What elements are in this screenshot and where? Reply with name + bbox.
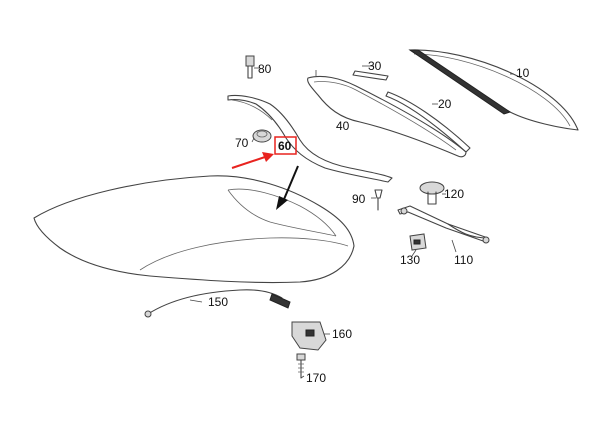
- highlight-box: [274, 136, 297, 155]
- callout-label[interactable]: 40: [336, 119, 350, 133]
- screw-part-170[interactable]: [296, 353, 306, 379]
- callout-label[interactable]: 90: [352, 192, 366, 206]
- bracket-part-130[interactable]: [409, 233, 427, 251]
- seal-strip-part-20[interactable]: [385, 91, 471, 153]
- callout-label[interactable]: 160: [332, 327, 352, 341]
- hinge-part-110[interactable]: [397, 205, 490, 244]
- trim-frame-part-60[interactable]: [227, 94, 393, 183]
- callout-label[interactable]: 120: [444, 187, 464, 201]
- callout-label[interactable]: 20: [438, 97, 452, 111]
- bumper-part-120[interactable]: [419, 181, 445, 205]
- assembly-direction-arrow: [276, 165, 299, 210]
- rear-glass-part-10[interactable]: [408, 49, 579, 131]
- callout-label[interactable]: 80: [258, 62, 272, 76]
- highlight-arrow: [231, 152, 274, 169]
- callout-label[interactable]: 170: [306, 371, 326, 385]
- callout-label[interactable]: 30: [368, 59, 382, 73]
- leader-lines: [189, 65, 514, 379]
- stud-part-90[interactable]: [374, 189, 383, 211]
- lid-body: [33, 175, 355, 284]
- callout-label[interactable]: 10: [516, 66, 530, 80]
- callout-label-highlighted[interactable]: 60: [278, 139, 292, 153]
- window-seal-part-40[interactable]: [307, 75, 467, 158]
- cable-part-150[interactable]: [144, 289, 291, 318]
- callout-label[interactable]: 130: [400, 253, 420, 267]
- callout-label[interactable]: 70: [235, 136, 249, 150]
- callout-label[interactable]: 110: [454, 253, 473, 267]
- seal-strip-part-30[interactable]: [352, 70, 389, 81]
- fastener-part-80[interactable]: [245, 55, 255, 79]
- callout-label[interactable]: 150: [208, 295, 228, 309]
- grommet-part-70[interactable]: [252, 129, 272, 143]
- latch-part-160[interactable]: [291, 321, 327, 351]
